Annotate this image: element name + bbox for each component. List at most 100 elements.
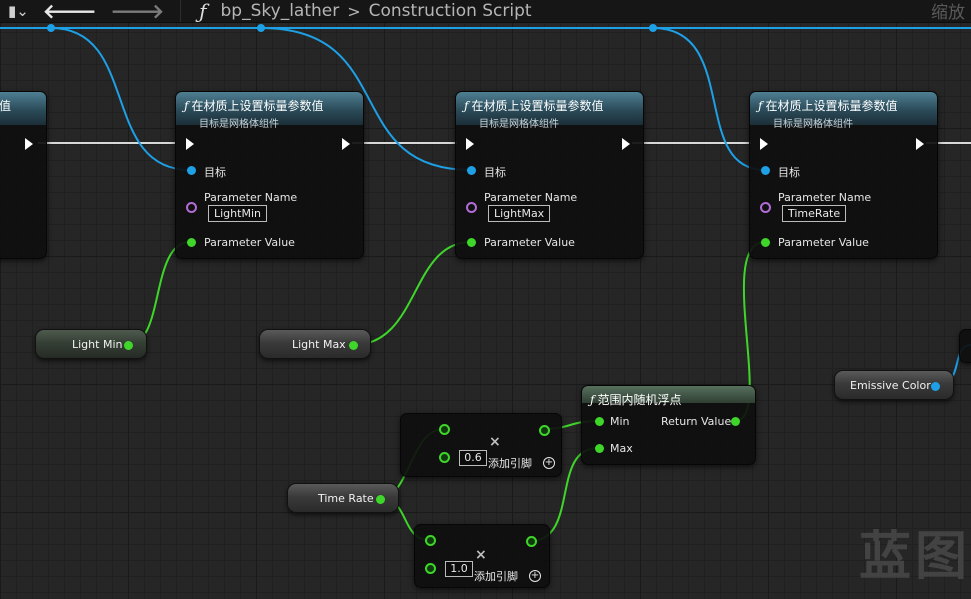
add-pin-plus-icon[interactable]: + <box>529 570 541 582</box>
parameter-name-pin[interactable] <box>186 202 197 213</box>
parameter-value-label: Parameter Value <box>484 236 575 249</box>
add-pin-plus-icon[interactable]: + <box>543 457 555 469</box>
breadcrumb-blueprint[interactable]: bp_Sky_lather <box>220 1 340 21</box>
offscreen-node-right[interactable] <box>959 329 971 363</box>
min-label: Min <box>610 415 630 428</box>
variable-label: Time Rate <box>318 492 374 505</box>
multiply-value-input[interactable]: 0.6 <box>459 450 487 466</box>
parameter-name-pin[interactable] <box>466 202 477 213</box>
float-out-pin[interactable] <box>124 341 133 350</box>
light-max-variable-node[interactable]: Light Max <box>259 329 371 359</box>
multiply-output-pin[interactable] <box>526 536 537 547</box>
min-pin[interactable] <box>595 417 604 426</box>
multiply-input-b-pin[interactable] <box>425 563 436 574</box>
exec-in-pin[interactable] <box>186 138 194 150</box>
multiply-input-b-pin[interactable] <box>439 452 450 463</box>
node-subtitle: 目标是网格体组件 <box>479 119 559 130</box>
parameter-name-input[interactable]: TimeRate <box>782 205 847 222</box>
object-out-pin[interactable] <box>931 382 940 391</box>
graph-toolbar: ▮⌄ 🡐 🡒 ƒ bp_Sky_lather > Construction Sc… <box>0 0 971 23</box>
parameter-value-pin[interactable] <box>761 238 770 247</box>
exec-in-pin[interactable] <box>760 138 768 150</box>
target-pin[interactable] <box>467 166 476 175</box>
multiply-icon: × <box>489 434 501 450</box>
function-icon: ƒ <box>758 99 763 113</box>
reroute-dot-3 <box>649 24 657 32</box>
float-out-pin[interactable] <box>376 495 385 504</box>
multiply-output-pin[interactable] <box>539 425 550 436</box>
parameter-name-label: Parameter Name <box>204 191 298 204</box>
reroute-dot-1 <box>47 24 55 32</box>
exec-out-pin[interactable] <box>916 138 924 150</box>
function-icon: ƒ <box>464 99 469 113</box>
node-subtitle: 目标是网格体组件 <box>773 119 853 130</box>
bookmark-icon[interactable]: ▮⌄ <box>8 2 29 20</box>
exec-in-pin[interactable] <box>466 138 474 150</box>
node-title: 在材质上设置标量参数值 <box>191 99 324 113</box>
function-icon: ƒ <box>184 99 189 113</box>
multiply-icon: × <box>475 547 487 563</box>
add-pin-label[interactable]: 添加引脚 <box>474 570 518 583</box>
light-min-variable-node[interactable]: Light Min <box>35 329 147 359</box>
target-pin[interactable] <box>761 166 770 175</box>
toolbar-divider <box>180 0 182 22</box>
emissive-color-variable-node[interactable]: Emissive Color <box>834 370 954 400</box>
multiply-input-a-pin[interactable] <box>439 424 450 435</box>
return-value-pin[interactable] <box>731 417 740 426</box>
exec-out-pin[interactable] <box>25 138 33 150</box>
parameter-value-label: Parameter Value <box>778 236 869 249</box>
variable-label: Light Min <box>72 338 123 351</box>
parameter-name-label: Parameter Name <box>778 191 872 204</box>
node-title: 在材质上设置标量参数值 <box>765 99 898 113</box>
float-out-pin[interactable] <box>349 341 358 350</box>
function-icon: ƒ <box>199 0 207 23</box>
max-pin[interactable] <box>595 444 604 453</box>
breadcrumb-chevron-icon: > <box>347 1 361 21</box>
multiply-node-1[interactable]: × 0.6 添加引脚 + <box>400 413 562 477</box>
parameter-value-label: Parameter Value <box>204 236 295 249</box>
node-header: 值 <box>0 92 46 125</box>
node-subtitle: 目标是网格体组件 <box>199 119 279 130</box>
parameter-name-input[interactable]: LightMin <box>208 205 267 222</box>
node-title: 范围内随机浮点 <box>597 393 682 407</box>
breadcrumb-graph[interactable]: Construction Script <box>368 1 532 21</box>
parameter-value-pin[interactable] <box>467 238 476 247</box>
time-rate-variable-node[interactable]: Time Rate <box>287 483 399 513</box>
set-param-node-partial[interactable]: 值 <box>0 91 47 259</box>
parameter-name-pin[interactable] <box>760 202 771 213</box>
object-wire-target-1 <box>50 27 191 171</box>
parameter-value-pin[interactable] <box>187 238 196 247</box>
target-label: 目标 <box>204 166 226 179</box>
exec-out-pin[interactable] <box>622 138 630 150</box>
parameter-name-input[interactable]: LightMax <box>488 205 551 222</box>
node-title: 在材质上设置标量参数值 <box>471 99 604 113</box>
back-arrow-icon[interactable]: 🡐 <box>42 0 97 23</box>
return-value-label: Return Value <box>661 415 732 428</box>
node-title: 值 <box>0 99 12 113</box>
variable-label: Emissive Color <box>850 379 931 392</box>
target-pin[interactable] <box>187 166 196 175</box>
multiply-node-2[interactable]: × 1.0 添加引脚 + <box>414 524 550 588</box>
add-pin-label[interactable]: 添加引脚 <box>488 457 532 470</box>
exec-out-pin[interactable] <box>342 138 350 150</box>
forward-arrow-icon[interactable]: 🡒 <box>110 0 165 23</box>
multiply-value-input[interactable]: 1.0 <box>445 561 473 577</box>
target-label: 目标 <box>778 166 800 179</box>
max-label: Max <box>610 442 633 455</box>
float-wire-lightmax <box>352 241 472 346</box>
parameter-name-label: Parameter Name <box>484 191 578 204</box>
zoom-label: 缩放 <box>931 3 965 23</box>
variable-label: Light Max <box>292 338 346 351</box>
multiply-input-a-pin[interactable] <box>425 535 436 546</box>
function-icon: ƒ <box>590 393 595 407</box>
watermark: 蓝图 <box>858 527 971 587</box>
